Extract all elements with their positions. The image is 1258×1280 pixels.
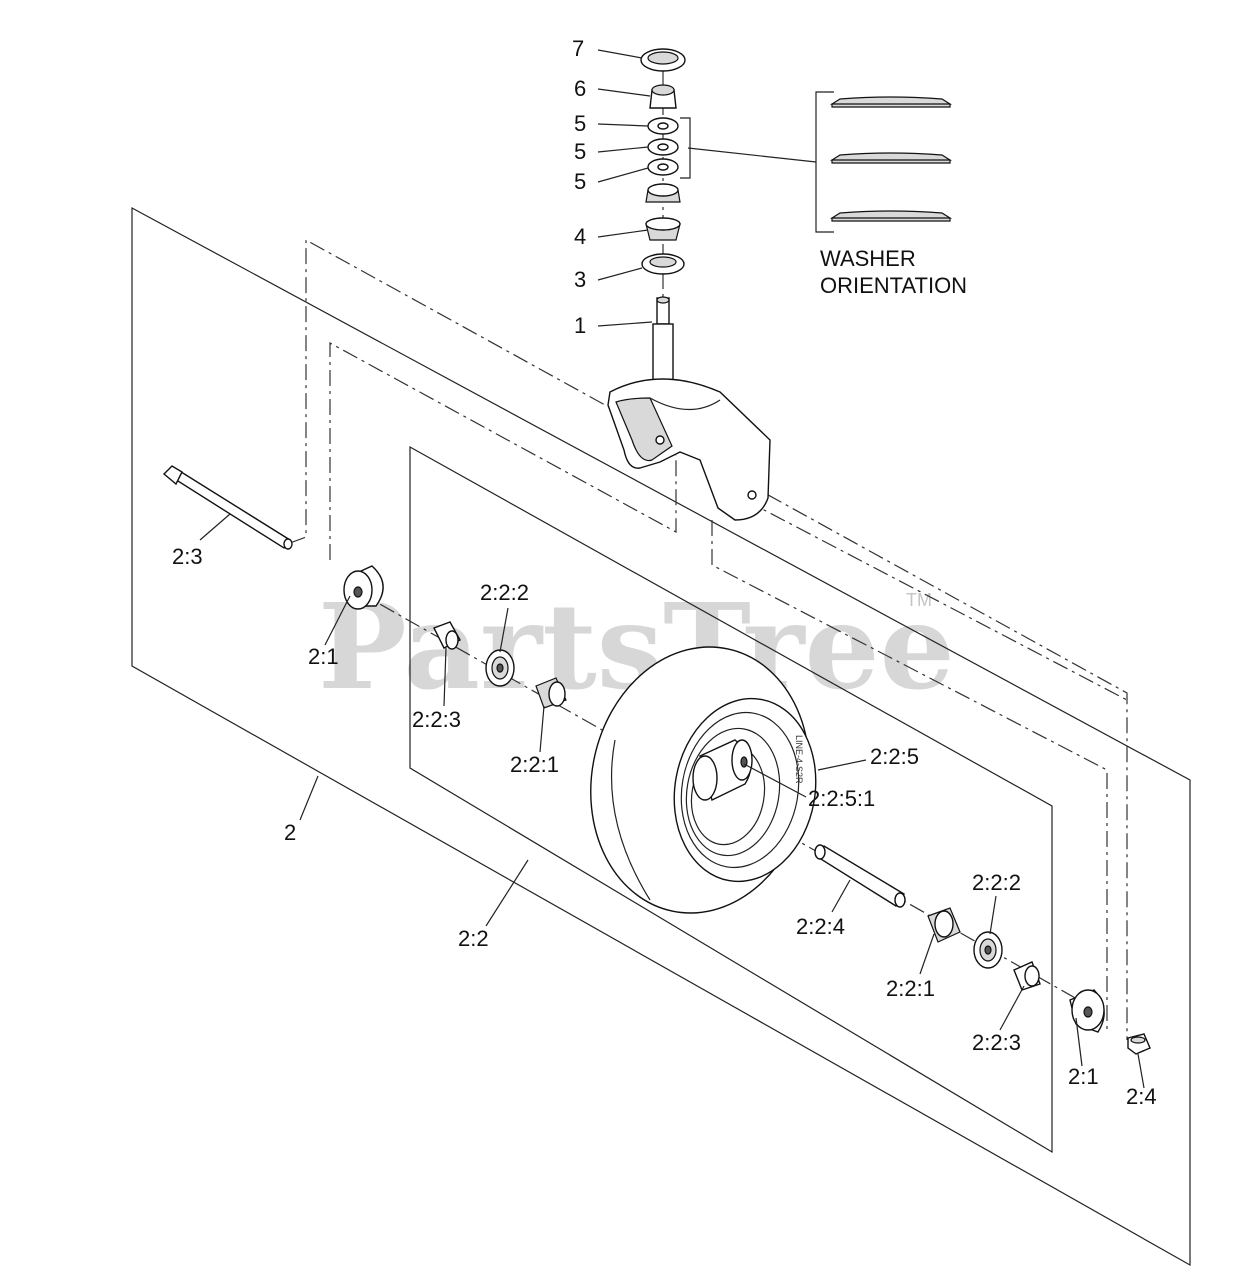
callout-2-2-3-right: 2:2:3 [972, 1030, 1021, 1055]
spacer-sleeve-left-part [433, 621, 461, 650]
callout-5-a: 5 [574, 111, 586, 136]
callout-2-2: 2:2 [458, 926, 489, 951]
lock-nut-part [649, 84, 677, 109]
callout-2-2-2-top: 2:2:2 [480, 580, 529, 605]
washer-part-2 [647, 138, 679, 156]
hub-path-line [711, 520, 1108, 1030]
callout-2-1-right: 2:1 [1068, 1064, 1099, 1089]
callout-7: 7 [572, 36, 584, 61]
hub-sleeve-part [692, 739, 753, 801]
seal-left-part [485, 649, 515, 687]
washer-note-line1: WASHER [820, 246, 916, 271]
callout-5-b: 5 [574, 139, 586, 164]
callout-6: 6 [574, 76, 586, 101]
spacer-left-part [343, 565, 384, 610]
dust-cap-part [640, 48, 686, 72]
washer-leader-line [687, 147, 817, 163]
hex-nut-part [1127, 1033, 1151, 1055]
washer-note-line2: ORIENTATION [820, 273, 967, 298]
bolt-path-line [289, 238, 1128, 1040]
callout-3: 3 [574, 267, 586, 292]
callout-2-2-1-right: 2:2:1 [886, 976, 935, 1001]
caster-fork-part [607, 296, 771, 521]
bearing-left-part [535, 677, 567, 709]
bearing-cup-part [641, 253, 685, 275]
bearing-right-part [927, 907, 961, 943]
callout-4: 4 [574, 224, 586, 249]
callout-2-2-4: 2:2:4 [796, 914, 845, 939]
washer-profile-1 [829, 96, 953, 108]
axle-tube-part [814, 844, 906, 908]
washer-profile-2 [829, 152, 953, 164]
spacer-right-part [1069, 989, 1105, 1033]
tire-sidewall-text: LINE-4-S2R [794, 735, 804, 784]
callout-2-2-3-left: 2:2:3 [412, 707, 461, 732]
washer-part-3 [647, 158, 679, 176]
trademark-mark: TM [906, 590, 932, 610]
leader-lines [199, 49, 1145, 1089]
callout-2-2-5-1: 2:2:5:1 [808, 786, 875, 811]
callout-2-2-2-right: 2:2:2 [972, 870, 1021, 895]
lower-bearing-cone-part [645, 217, 681, 241]
seal-right-part [973, 931, 1003, 969]
assembly-2-2-boundary [409, 445, 1053, 1154]
assembly-2-boundary [131, 206, 1191, 1267]
callout-2-3: 2:3 [172, 544, 203, 569]
callout-2-4: 2:4 [1126, 1084, 1157, 1109]
callout-1: 1 [574, 313, 586, 338]
callout-2-1-left: 2:1 [308, 644, 339, 669]
callout-2-2-5: 2:2:5 [870, 744, 919, 769]
washer-group-bracket [680, 117, 691, 179]
callout-2-2-1-left: 2:2:1 [510, 752, 559, 777]
washer-part-1 [647, 117, 679, 135]
axle-path-line [329, 341, 677, 560]
callout-2: 2 [284, 820, 296, 845]
bolt-part [162, 465, 293, 550]
fork-axle-line [744, 499, 1128, 701]
washer-orientation-bracket [815, 91, 834, 233]
upper-bearing-cone-part [645, 183, 681, 203]
callout-5-c: 5 [574, 169, 586, 194]
washer-profile-3 [829, 210, 953, 222]
spacer-sleeve-right-part [1013, 961, 1041, 991]
